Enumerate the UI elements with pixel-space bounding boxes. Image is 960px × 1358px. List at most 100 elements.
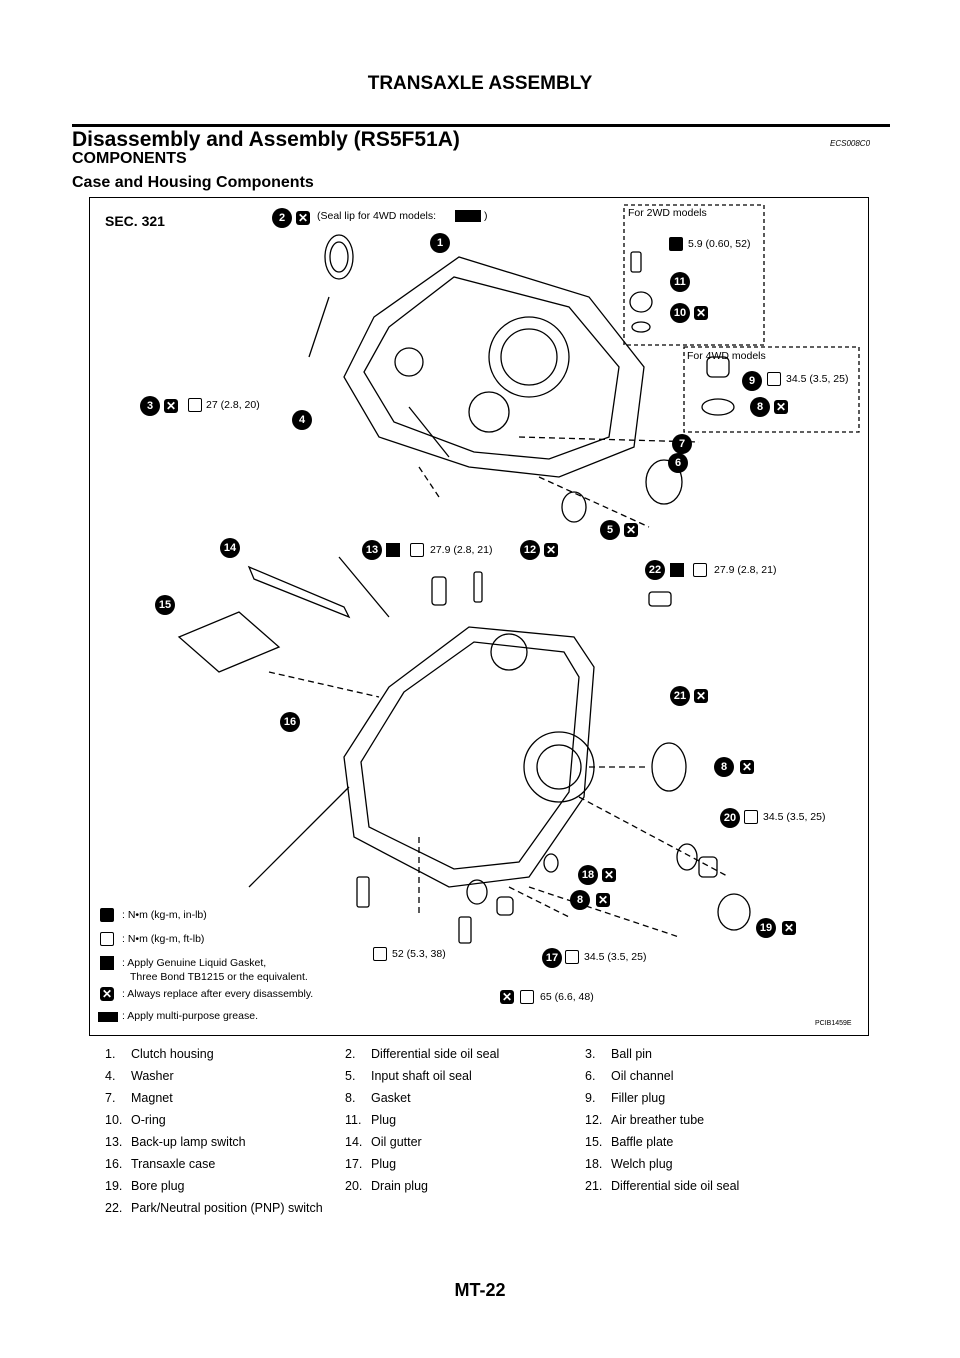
seal-lip-close: ) — [484, 210, 488, 222]
figure-code: PCIB1459E — [815, 1020, 852, 1027]
callout-11: 11 — [670, 272, 690, 292]
part-number: 16. — [105, 1157, 123, 1171]
part-number: 6. — [585, 1069, 596, 1083]
callout-13: 13 — [362, 540, 382, 560]
replace-icon: ✕ — [500, 990, 514, 1004]
callout-19: 19 — [756, 918, 776, 938]
part-name: Welch plug — [611, 1157, 673, 1171]
figure-sec-number: SEC. 321 — [105, 213, 165, 229]
part-number: 7. — [105, 1091, 116, 1105]
torque-22: 27.9 (2.8, 21) — [714, 564, 777, 576]
replace-icon: ✕ — [596, 893, 610, 907]
callout-5: 5 — [600, 520, 620, 540]
callout-22: 22 — [645, 560, 665, 580]
part-number: 18. — [585, 1157, 603, 1171]
page-number: MT-22 — [454, 1280, 506, 1300]
parts-cell: 11. Plug — [345, 1113, 585, 1127]
callout-8-lower: 8 — [570, 890, 590, 910]
parts-cell: 21.Differential side oil seal — [585, 1179, 825, 1193]
replace-icon: ✕ — [602, 868, 616, 882]
parts-cell: 14. Oil gutter — [345, 1135, 585, 1149]
part-name: Back-up lamp switch — [131, 1135, 246, 1149]
part-name: Input shaft oil seal — [371, 1069, 472, 1083]
callout-8-4wd: 8 — [750, 397, 770, 417]
callout-21: 21 — [670, 686, 690, 706]
torque-ftlb-icon — [188, 398, 202, 412]
part-name: Bore plug — [131, 1179, 185, 1193]
part-number: 17. — [345, 1157, 363, 1171]
part-name: Plug — [371, 1157, 397, 1171]
parts-cell: 19. Bore plug — [105, 1179, 345, 1193]
part-number: 15. — [585, 1135, 603, 1149]
torque-ftlb-icon — [693, 563, 707, 577]
part-number: 12. — [585, 1113, 603, 1127]
replace-icon: ✕ — [624, 523, 638, 537]
parts-cell: 13. Back-up lamp switch — [105, 1135, 345, 1149]
parts-cell: 8.Gasket — [345, 1091, 585, 1105]
section-code: ECS008C0 — [830, 139, 871, 148]
exploded-view-illustration — [177, 204, 860, 944]
callout-15: 15 — [155, 595, 175, 615]
part-name: Washer — [131, 1069, 174, 1083]
part-number: 11. — [345, 1113, 362, 1127]
replace-icon: ✕ — [694, 306, 708, 320]
part-number: 19. — [105, 1179, 123, 1193]
grease-icon — [455, 210, 481, 222]
part-number: 9. — [585, 1091, 596, 1105]
page-header-title: TRANSAXLE ASSEMBLY — [367, 73, 593, 94]
part-number: 5. — [345, 1069, 356, 1083]
callout-14: 14 — [220, 538, 240, 558]
legend-grease: : Apply multi-purpose grease. — [122, 1010, 258, 1022]
part-name: Clutch housing — [131, 1047, 214, 1061]
part-number: 8. — [345, 1091, 356, 1105]
part-name: Drain plug — [371, 1179, 428, 1193]
section-title: Disassembly and Assembly (RS5F51A) — [72, 128, 460, 151]
parts-cell: 7.Magnet — [105, 1091, 345, 1105]
parts-cell: 5. Input shaft oil seal — [345, 1069, 585, 1083]
parts-cell: 9.Filler plug — [585, 1091, 825, 1105]
part-number: 13. — [105, 1135, 123, 1149]
callout-10: 10 — [670, 303, 690, 323]
torque-9: 34.5 (3.5, 25) — [786, 373, 849, 385]
legend-gasket-2: Three Bond TB1215 or the equivalent. — [130, 971, 308, 983]
torque-bolt: 52 (5.3, 38) — [392, 948, 446, 960]
parts-cell: 6.Oil channel — [585, 1069, 825, 1083]
part-name: Oil gutter — [371, 1135, 422, 1149]
legend-inlb-icon — [100, 908, 114, 922]
exploded-diagram-frame — [89, 197, 869, 1036]
callout-6: 6 — [668, 453, 688, 473]
parts-cell: 3.Ball pin — [585, 1047, 825, 1061]
callout-9: 9 — [742, 371, 762, 391]
callout-20: 20 — [720, 808, 740, 828]
callout-2: 2 — [272, 208, 292, 228]
torque-13: 27.9 (2.8, 21) — [430, 544, 493, 556]
callout-18: 18 — [578, 865, 598, 885]
legend-replace: : Always replace after every disassembly… — [122, 988, 314, 1000]
part-number: 1. — [105, 1047, 116, 1061]
callout-12: 12 — [520, 540, 540, 560]
parts-cell: 20.Drain plug — [345, 1179, 585, 1193]
callout-16: 16 — [280, 712, 300, 732]
parts-row: 22.Park/Neutral position (PNP) switch — [105, 1197, 825, 1219]
parts-cell: 2.Differential side oil seal — [345, 1047, 585, 1061]
part-name: Differential side oil seal — [611, 1179, 740, 1193]
callout-3: 3 — [140, 396, 160, 416]
legend-replace-icon: ✕ — [100, 987, 114, 1001]
part-number: 2. — [345, 1047, 356, 1061]
box-2wd-label: For 2WD models — [628, 207, 707, 219]
torque-ftlb-icon — [767, 372, 781, 386]
part-number: 14. — [345, 1135, 363, 1149]
legend-grease-icon — [98, 1012, 118, 1022]
part-name: Transaxle case — [131, 1157, 216, 1171]
torque-ftlb-icon — [520, 990, 534, 1004]
part-name: Plug — [371, 1113, 397, 1127]
part-name: O-ring — [131, 1113, 166, 1127]
callout-4: 4 — [292, 410, 312, 430]
box-4wd-label: For 4WD models — [687, 350, 766, 362]
parts-cell: 12.Air breather tube — [585, 1113, 825, 1127]
replace-icon: ✕ — [296, 211, 310, 225]
